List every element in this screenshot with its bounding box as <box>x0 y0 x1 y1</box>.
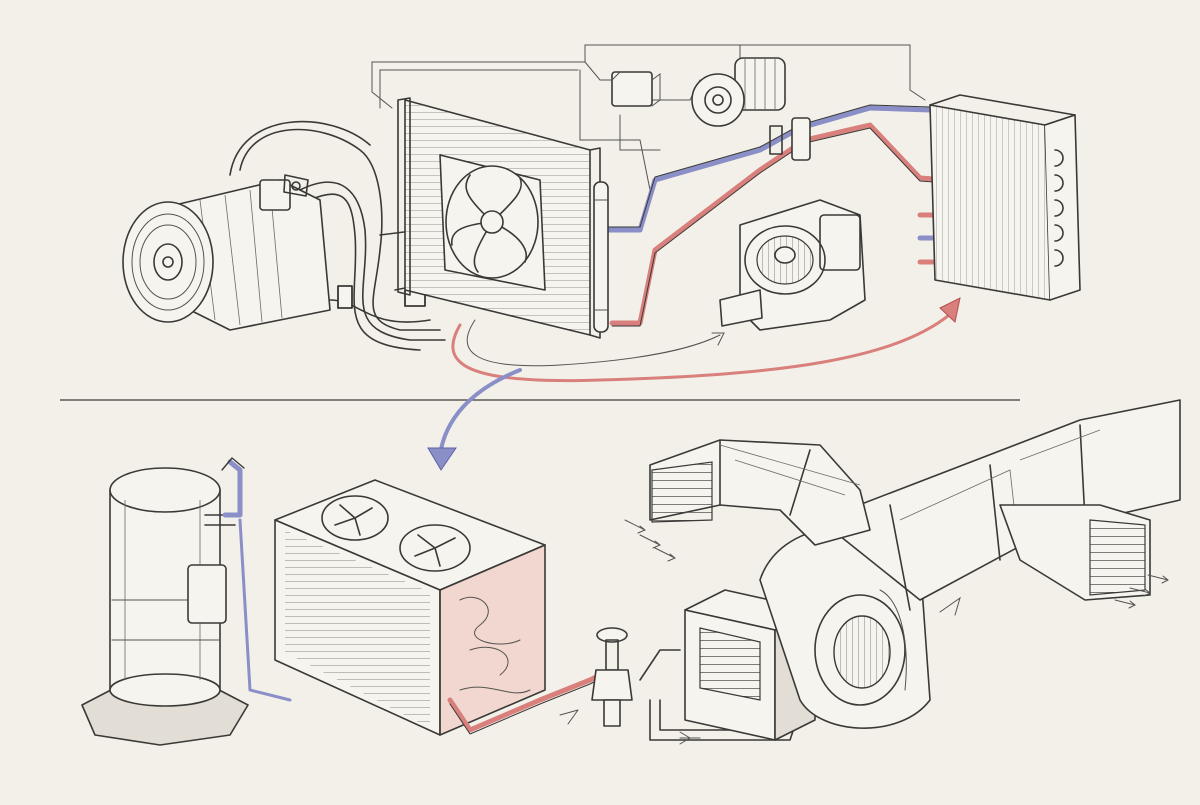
return-duct <box>649 439 871 546</box>
evaporator-core <box>929 94 1081 301</box>
compressor-hoses <box>229 120 446 351</box>
wiring-harness <box>371 44 926 191</box>
expansion-valve <box>591 627 633 727</box>
airflow-arrows-bottom <box>624 519 1169 609</box>
ac-compressor <box>122 174 331 331</box>
supply-duct <box>819 399 1181 611</box>
actuator-motor <box>691 57 786 127</box>
scroll-compressor <box>81 467 249 746</box>
pressure-switch <box>611 71 661 107</box>
blower-housing <box>759 527 961 729</box>
line-fitting <box>769 117 811 161</box>
radiator-fan <box>397 97 601 339</box>
cabin-blower <box>719 199 866 331</box>
condenser-unit <box>274 479 546 736</box>
receiver-drier <box>593 181 609 333</box>
airflow-arrows-top <box>427 297 961 471</box>
